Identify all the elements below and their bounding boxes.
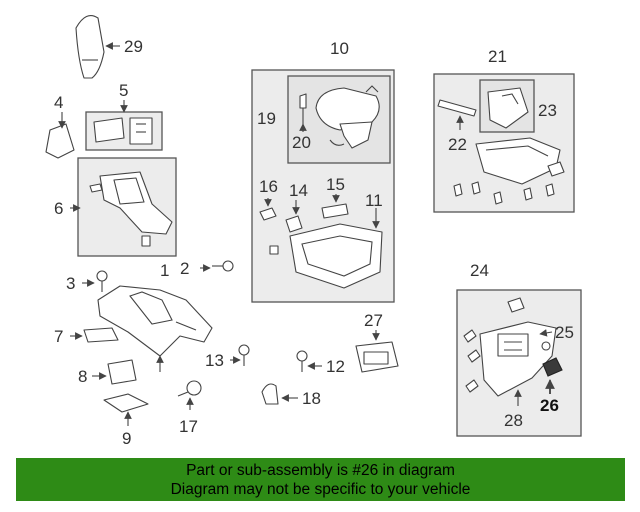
callout-8: 8 bbox=[78, 367, 87, 386]
callout-24: 24 bbox=[470, 261, 489, 280]
callout-6: 6 bbox=[54, 199, 63, 218]
parts-diagram: 1 2 3 4 5 6 7 8 9 10 11 12 13 14 15 16 1… bbox=[45, 15, 582, 448]
part-17-knob bbox=[177, 380, 202, 410]
callout-2: 2 bbox=[180, 259, 189, 278]
banner-line-1: Part or sub-assembly is #26 in diagram bbox=[186, 461, 455, 479]
callout-13: 13 bbox=[205, 351, 224, 370]
part-14-pad bbox=[285, 200, 303, 233]
part-1-console-base bbox=[97, 285, 213, 372]
callout-9: 9 bbox=[122, 429, 131, 448]
part-15-pad bbox=[321, 194, 349, 219]
part-21-clips bbox=[453, 181, 555, 205]
part-9-pad bbox=[103, 393, 149, 426]
callout-21: 21 bbox=[488, 47, 507, 66]
callout-19: 19 bbox=[257, 109, 276, 128]
part-7-mat bbox=[70, 327, 119, 343]
callout-29: 29 bbox=[124, 37, 143, 56]
part-4-plate bbox=[45, 112, 75, 159]
callout-23: 23 bbox=[538, 101, 557, 120]
part-24-screws bbox=[463, 329, 551, 393]
part-3-screw bbox=[82, 270, 108, 292]
part-23-cover bbox=[487, 87, 529, 129]
callout-26: 26 bbox=[540, 396, 559, 415]
callout-4: 4 bbox=[54, 93, 63, 112]
callout-17: 17 bbox=[179, 417, 198, 436]
part-25-bolt bbox=[539, 329, 553, 337]
info-banner: Part or sub-assembly is #26 in diagram D… bbox=[16, 458, 625, 501]
callout-7: 7 bbox=[54, 327, 63, 346]
part-5-switch-bezel bbox=[93, 100, 153, 145]
callout-1: 1 bbox=[160, 261, 169, 280]
part-28-rear-panel bbox=[479, 321, 557, 406]
part-21-housing bbox=[475, 137, 565, 185]
callout-3: 3 bbox=[66, 274, 75, 293]
part-12-screw bbox=[296, 350, 322, 372]
part-24-cover-clip bbox=[507, 297, 525, 313]
callout-22: 22 bbox=[448, 135, 467, 154]
part-2-bolt bbox=[200, 260, 234, 272]
callout-15: 15 bbox=[326, 175, 345, 194]
banner-line-2: Diagram may not be specific to your vehi… bbox=[170, 480, 471, 498]
part-6-console-panel bbox=[70, 171, 173, 247]
part-13-bolt bbox=[230, 344, 250, 366]
part-27-module bbox=[355, 330, 399, 373]
part-18-clip bbox=[261, 383, 298, 405]
part-26-highlighted-part bbox=[542, 357, 563, 394]
callout-28: 28 bbox=[504, 411, 523, 430]
part-8-bracket bbox=[92, 359, 137, 385]
callout-20: 20 bbox=[292, 133, 311, 152]
part-20-clip bbox=[299, 93, 307, 132]
part-29-shift-knob bbox=[75, 15, 120, 79]
callout-16: 16 bbox=[259, 177, 278, 196]
callout-5: 5 bbox=[119, 81, 128, 100]
callout-25: 25 bbox=[555, 323, 574, 342]
callout-10: 10 bbox=[330, 39, 349, 58]
part-19-armrest-lid bbox=[315, 85, 380, 149]
callout-12: 12 bbox=[326, 357, 345, 376]
part-16-pad bbox=[259, 198, 277, 221]
callout-18: 18 bbox=[302, 389, 321, 408]
part-22-bracket bbox=[437, 99, 477, 130]
callout-27: 27 bbox=[364, 311, 383, 330]
callout-14: 14 bbox=[289, 181, 308, 200]
callout-11: 11 bbox=[365, 191, 383, 210]
part-11-console-box bbox=[269, 208, 383, 289]
